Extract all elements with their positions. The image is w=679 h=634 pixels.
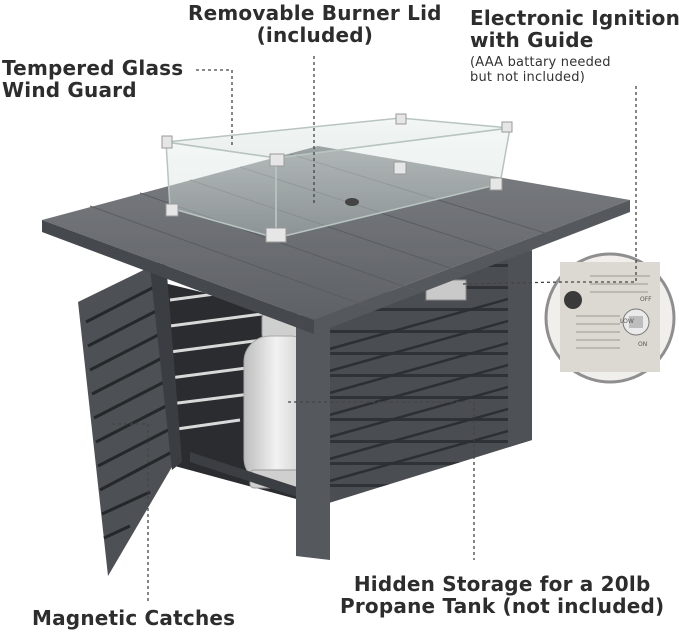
leader-lines	[112, 56, 637, 604]
glass-leader-line	[196, 69, 233, 146]
base-rail	[190, 452, 300, 498]
storage-leader-line	[288, 401, 475, 560]
ignition-inset: OFF LOW ON	[544, 252, 676, 384]
magnetic-callout: Magnetic Catches	[32, 606, 236, 630]
knob-on-label: ON	[638, 341, 647, 348]
glass-wind-guard	[161, 113, 513, 243]
glass-line2: Wind Guard	[2, 78, 137, 103]
glass-callout: Tempered Glass Wind Guard	[2, 57, 183, 102]
burner-lid-callout: Removable Burner Lid (included)	[188, 2, 442, 47]
burner-lid-line2: (included)	[256, 23, 374, 48]
knob-off-label: OFF	[640, 296, 652, 303]
ignition-note2: but not included)	[470, 69, 585, 85]
burner-lid-line1: Removable Burner Lid	[188, 1, 442, 25]
ignition-leader-line	[459, 86, 637, 285]
knob-low-label: LOW	[620, 318, 634, 325]
storage-line1: Hidden Storage for a 20lb	[353, 572, 651, 596]
ignition-callout: Electronic Ignition with Guide (AAA batt…	[470, 7, 679, 86]
storage-line2: Propane Tank (not included)	[340, 594, 665, 619]
ignition-note1: (AAA battary needed	[470, 54, 611, 70]
storage-callout: Hidden Storage for a 20lb Propane Tank (…	[340, 573, 664, 618]
igniter-button	[564, 291, 582, 309]
ignition-line1: Electronic Ignition	[470, 6, 679, 30]
cabinet-door	[78, 262, 182, 576]
burner-lid-handle	[345, 198, 359, 206]
glass-line1: Tempered Glass	[2, 56, 184, 80]
ignition-line2: with Guide	[470, 28, 594, 53]
magnetic-line1: Magnetic Catches	[32, 606, 236, 630]
